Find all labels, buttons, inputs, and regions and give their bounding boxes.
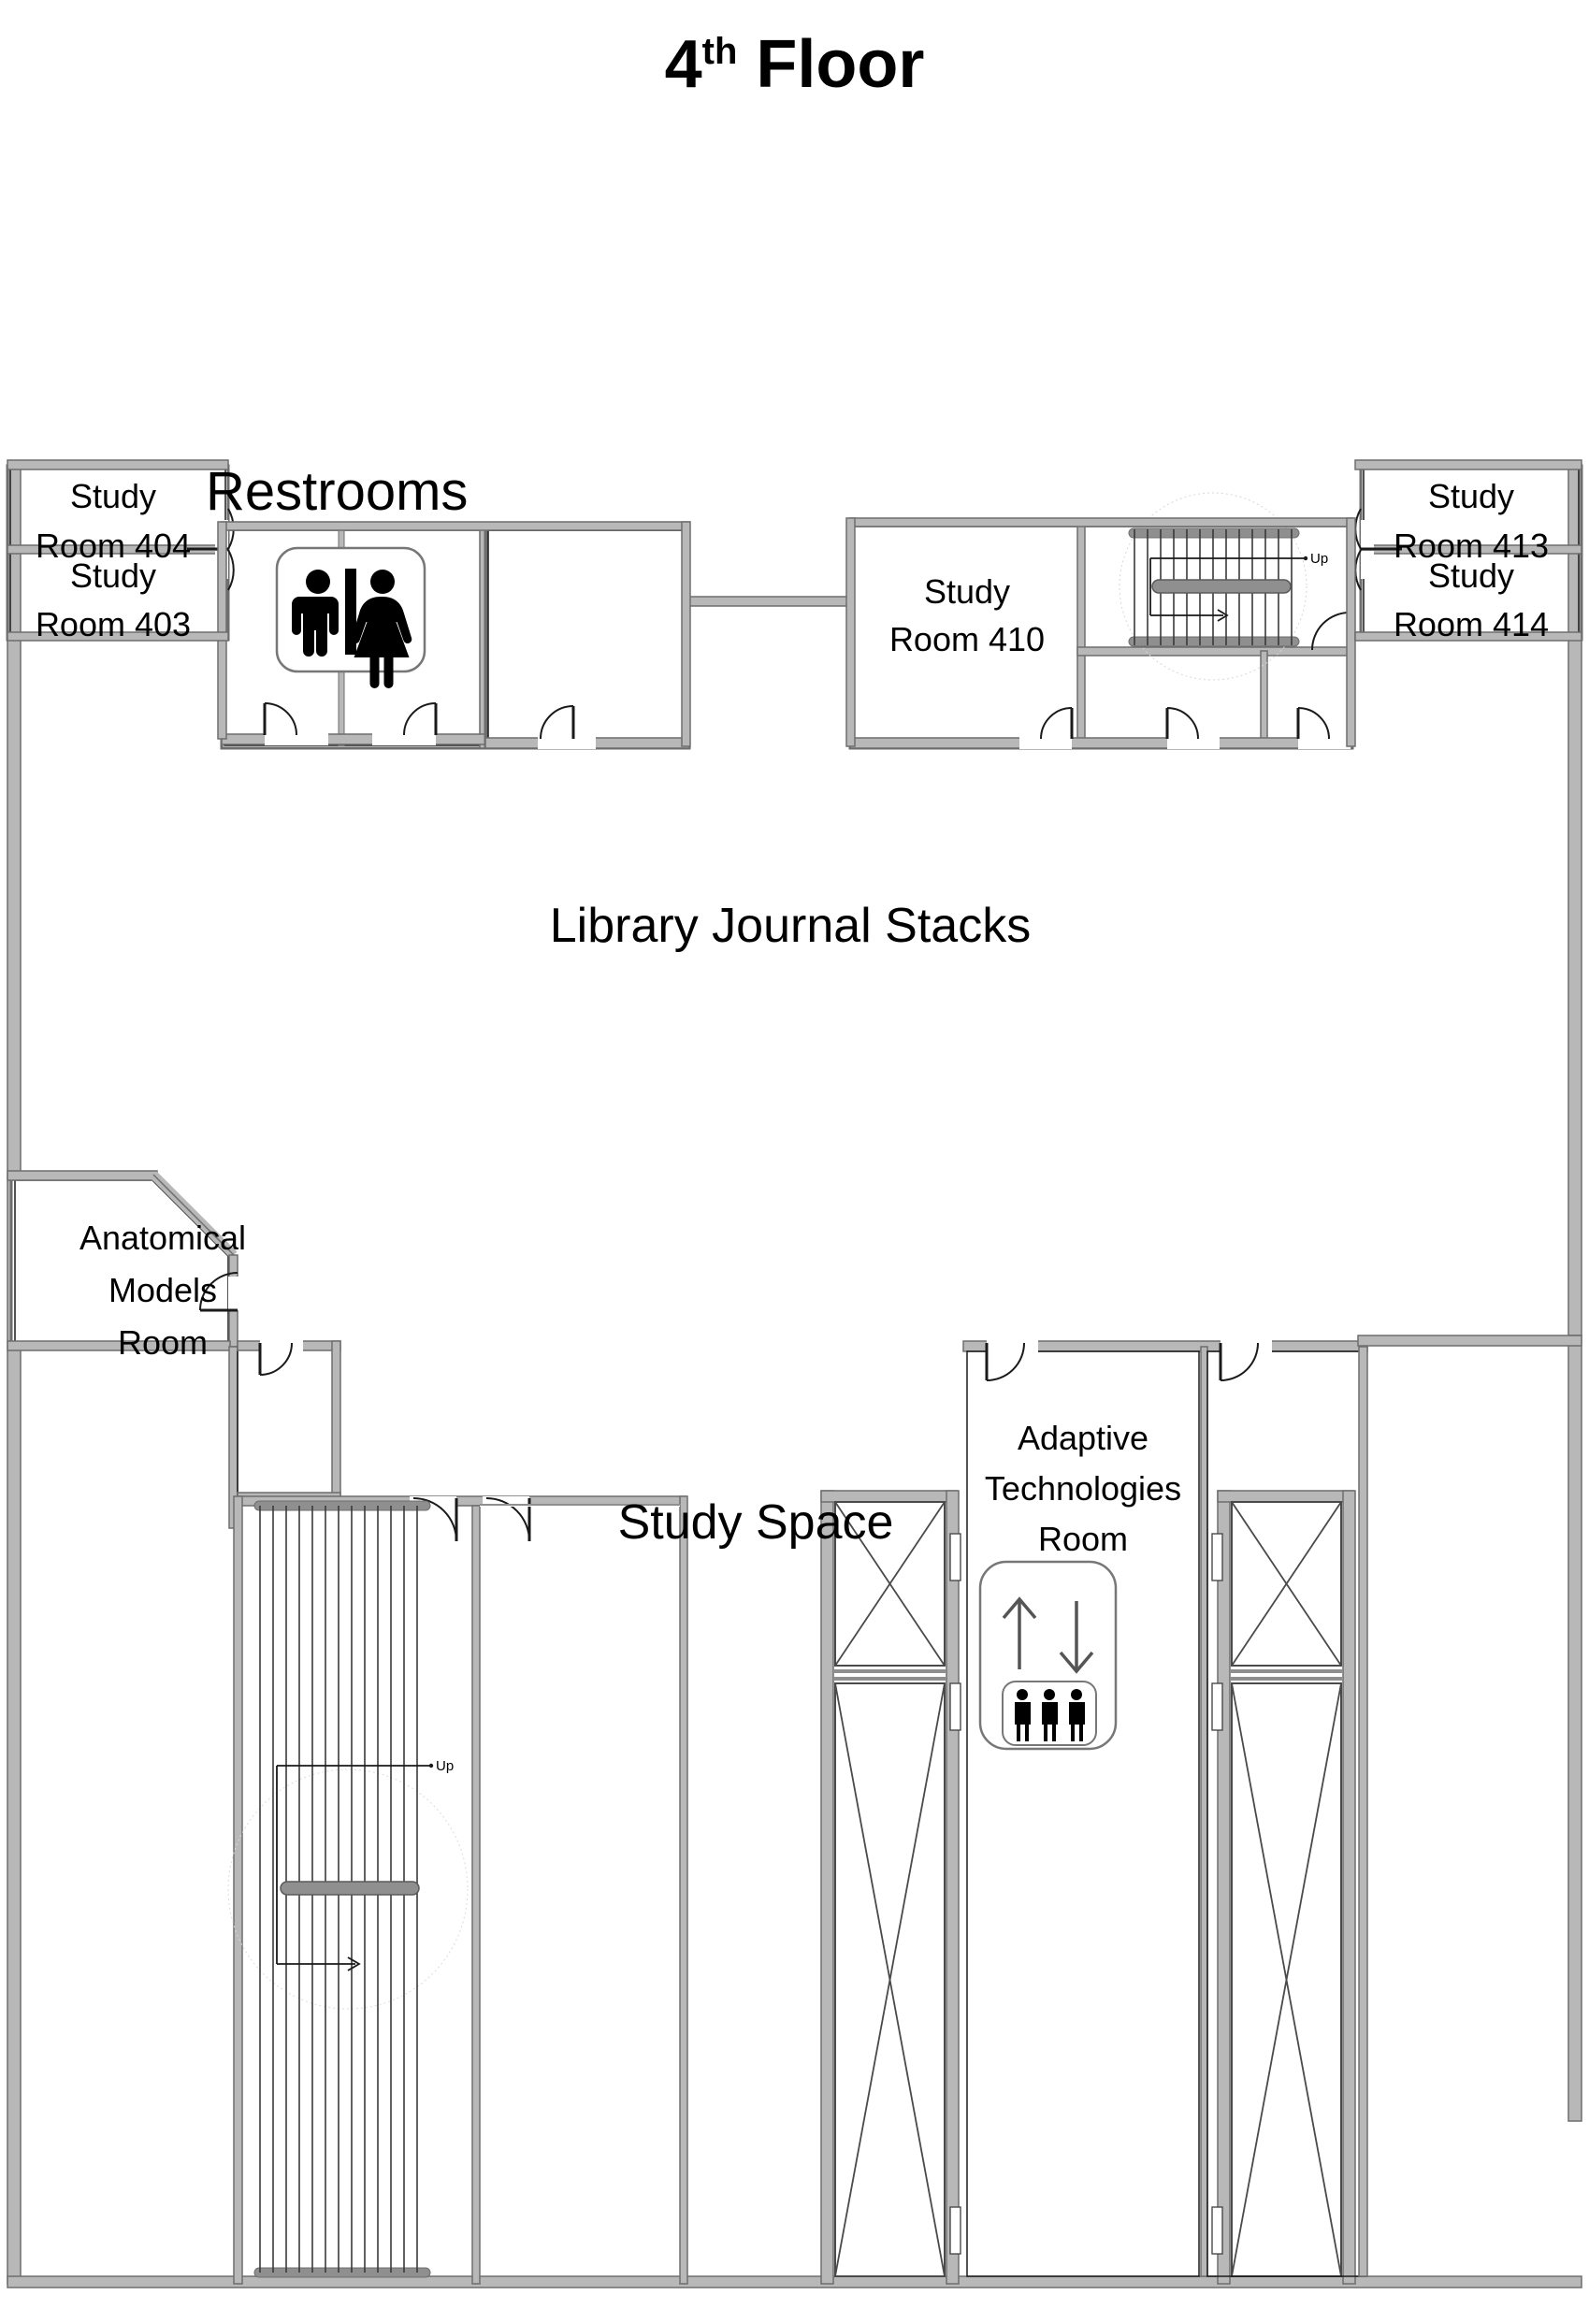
anatomical-models-line-1: Anatomical bbox=[79, 1219, 246, 1257]
bottom-corridor-block bbox=[228, 1340, 688, 2285]
male-figure bbox=[292, 570, 339, 657]
library-journal-stacks-label: Library Journal Stacks bbox=[550, 899, 1031, 953]
elevator-car-right-lower bbox=[1231, 1682, 1342, 2277]
label-study-room-410: Study Room 410 bbox=[889, 572, 1045, 658]
female-figure bbox=[351, 570, 412, 688]
adaptive-tech-line-2: Technologies bbox=[985, 1469, 1181, 1508]
elevator-down-arrow-icon bbox=[1059, 1601, 1094, 1674]
door-adaptive-neighbour bbox=[1219, 1342, 1259, 1381]
study-room-410-line-2: Room 410 bbox=[889, 620, 1045, 658]
door-adaptive-technologies bbox=[985, 1342, 1025, 1381]
study-room-414-line-1: Study bbox=[1428, 556, 1514, 595]
anatomical-models-line-2: Models bbox=[108, 1271, 217, 1309]
central-space-walls bbox=[7, 459, 1582, 747]
door-top-right-room-a bbox=[1165, 707, 1199, 740]
adaptive-tech-line-1: Adaptive bbox=[1018, 1419, 1148, 1457]
anatomical-models-room bbox=[7, 1170, 239, 1351]
study-room-404-line-2: Room 404 bbox=[36, 527, 191, 565]
study-space-label: Study Space bbox=[618, 1495, 894, 1550]
anatomical-models-line-3: Room bbox=[118, 1323, 208, 1362]
study-room-413-line-2: Room 413 bbox=[1394, 527, 1549, 565]
top-right-block bbox=[848, 522, 1354, 750]
corridor-connector bbox=[685, 596, 855, 607]
restroom-door-left bbox=[263, 702, 297, 736]
label-study-room-413: Study Room 413 bbox=[1394, 477, 1549, 565]
door-study-410 bbox=[1040, 707, 1074, 740]
elevator-car-left-lower bbox=[834, 1682, 946, 2277]
door-stair-south bbox=[412, 1497, 458, 1542]
elevator-car-right-upper bbox=[1231, 1501, 1342, 1667]
stair-up-label-south: Up bbox=[436, 1758, 454, 1774]
study-room-410-line-1: Study bbox=[924, 572, 1010, 611]
door-top-right-room-b bbox=[1296, 707, 1330, 740]
elevator-up-arrow-icon bbox=[1002, 1596, 1037, 1669]
label-anatomical-models-room: Anatomical Models Room bbox=[79, 1219, 246, 1362]
label-study-room-404: Study Room 404 bbox=[36, 477, 191, 565]
stair-up-label-north: Up bbox=[1310, 551, 1328, 567]
label-study-room-403: Study Room 403 bbox=[36, 556, 191, 643]
door-vestibule-top bbox=[258, 1342, 293, 1376]
study-room-404-line-1: Study bbox=[70, 477, 156, 515]
study-room-413-line-1: Study bbox=[1428, 477, 1514, 515]
adjacent-room-door bbox=[540, 705, 575, 740]
stair-north-east: Up bbox=[1119, 492, 1328, 681]
building-outline bbox=[7, 465, 1582, 2288]
restrooms-heading: Restrooms bbox=[206, 461, 468, 522]
study-room-403-line-2: Room 403 bbox=[36, 605, 191, 643]
door-anatomical-models bbox=[199, 1272, 238, 1312]
elevator-icon bbox=[978, 1560, 1118, 1751]
door-study-403 bbox=[227, 549, 235, 591]
elevator-bank bbox=[820, 1490, 1356, 2285]
study-room-414-line-2: Room 414 bbox=[1394, 605, 1549, 643]
adaptive-technologies-block bbox=[962, 1335, 1582, 2277]
restroom-door-right bbox=[403, 702, 438, 736]
stair-south-west: Up bbox=[227, 1500, 469, 2278]
label-study-room-414: Study Room 414 bbox=[1394, 556, 1549, 643]
corridor-wall-segments bbox=[480, 1504, 681, 1507]
adaptive-tech-line-3: Room bbox=[1038, 1520, 1128, 1558]
label-adaptive-technologies-room: Adaptive Technologies Room bbox=[985, 1419, 1181, 1558]
study-room-403-line-1: Study bbox=[70, 556, 156, 595]
restroom-icon bbox=[275, 546, 426, 688]
elevator-people-icon bbox=[1015, 1689, 1085, 1741]
elevator-car-left-upper bbox=[834, 1501, 946, 1667]
